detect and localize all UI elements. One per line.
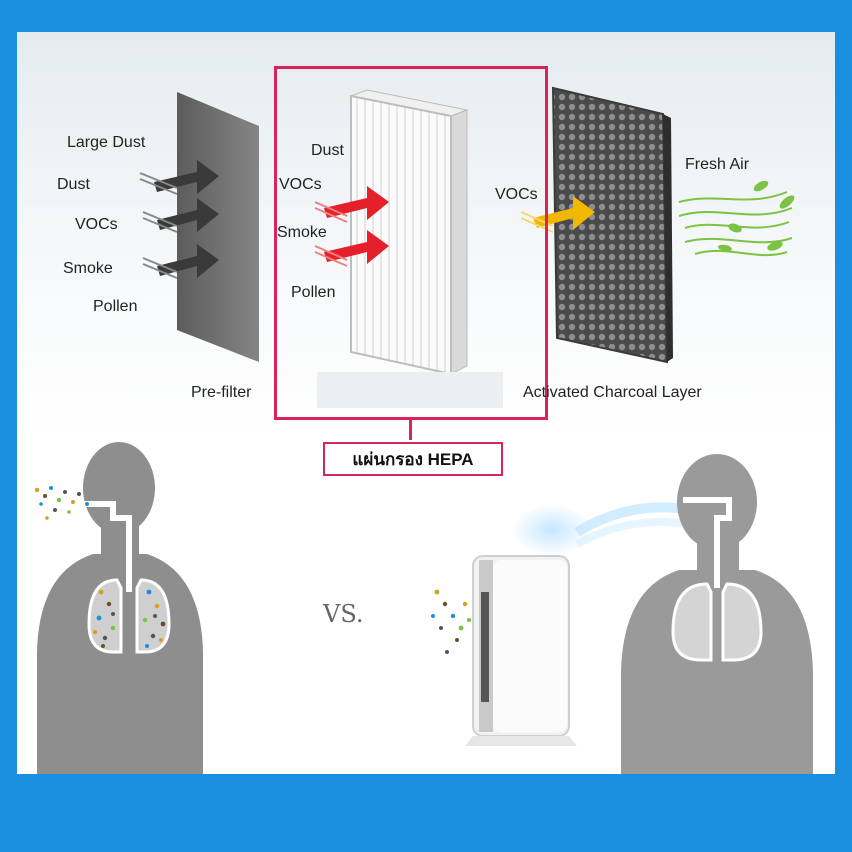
- prefilter-label-vocs: VOCs: [75, 216, 118, 233]
- left-lung-outline: [87, 578, 123, 654]
- clean-human-silhouette: [621, 454, 813, 774]
- fresh-air-swirls: [678, 191, 793, 257]
- illustration-layer: [34, 86, 813, 774]
- hepa-connector-line: [409, 420, 412, 440]
- charcoal-layer-panel: [551, 86, 673, 364]
- hepa-filter-block: [349, 89, 469, 376]
- gray-arrow-2: [142, 198, 219, 233]
- polluted-human-silhouette: [37, 442, 203, 774]
- charcoal-caption: Activated Charcoal Layer: [523, 384, 702, 401]
- pollutant-particles-left: [34, 486, 166, 648]
- leaf-5: [718, 244, 732, 252]
- prefilter-label-large-dust: Large Dust: [67, 134, 146, 151]
- red-arrow-1: [314, 186, 389, 223]
- hepa-label-dust: Dust: [311, 142, 344, 159]
- charcoal-label-vocs: VOCs: [495, 186, 538, 203]
- leaf-3: [728, 223, 742, 233]
- gray-arrow-1: [139, 160, 219, 195]
- gray-arrow-3: [142, 244, 219, 279]
- leaf-1: [753, 180, 769, 192]
- prefilter-label-dust: Dust: [57, 176, 90, 193]
- hepa-label-vocs: VOCs: [279, 176, 322, 193]
- air-purifier-illustration: [465, 502, 723, 746]
- prefilter-caption: Pre-filter: [191, 384, 252, 401]
- clean-right-lung: [721, 582, 763, 662]
- hepa-label-pollen: Pollen: [291, 284, 336, 301]
- fresh-air-label: Fresh Air: [685, 156, 750, 173]
- red-arrows: [314, 186, 389, 267]
- leaves: [718, 180, 795, 252]
- prefilter-label-smoke: Smoke: [63, 260, 113, 277]
- prefilter-label-pollen: Pollen: [93, 298, 138, 315]
- hepa-highlight-box: [274, 66, 548, 420]
- clean-left-lung: [671, 582, 713, 662]
- gray-arrows: [139, 160, 219, 279]
- red-arrow-2: [314, 230, 389, 267]
- pollutant-particles-purifier: [431, 589, 471, 654]
- leaf-4: [767, 241, 783, 251]
- infographic-panel: Large Dust Dust VOCs Smoke Pollen Pre-fi…: [17, 32, 835, 774]
- hepa-caption-placeholder: [317, 372, 503, 408]
- hepa-tag: แผ่นกรอง HEPA: [323, 442, 503, 476]
- vs-label: VS.: [323, 600, 364, 628]
- hepa-label-smoke: Smoke: [277, 224, 327, 241]
- prefilter-panel: [177, 92, 259, 362]
- leaf-2: [779, 195, 795, 209]
